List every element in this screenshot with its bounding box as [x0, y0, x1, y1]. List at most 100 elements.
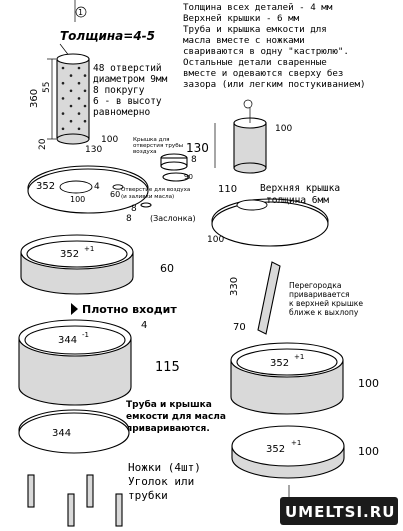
legs-note-3: трубки [128, 489, 168, 502]
note-line-8: зазора (или легким постукиванием) [183, 79, 366, 90]
svg-text:8: 8 [126, 214, 132, 224]
svg-text:8: 8 [191, 155, 197, 165]
tube-hole [77, 97, 81, 100]
dim-tube-height: 360 [29, 89, 40, 108]
svg-text:приваривается: приваривается [289, 290, 350, 299]
svg-text:отверстия трубы: отверстия трубы [133, 143, 183, 149]
air-hole-note: Отверстие для воздуха (и заливки масла) [121, 187, 190, 200]
tube-hole [77, 81, 81, 85]
dim-partition-70: 70 [233, 322, 246, 333]
air-lid-note: Крышка для отверстия трубы воздуха [133, 137, 183, 155]
dim-bottom-diameter: 352 [266, 444, 285, 455]
svg-text:100: 100 [70, 195, 85, 204]
holes-note-4: 6 - в высоту [93, 96, 162, 107]
note-line-5: свариваются в одну "кастрюлю". [183, 46, 349, 57]
tight-fit-label: Плотно входит [82, 303, 177, 316]
svg-text:90: 90 [184, 173, 193, 181]
note-line-2: Верхней крышки - 6 мм [183, 13, 300, 24]
thickness-label: Толщина=4-5 [60, 29, 155, 43]
plug-part: 8 8 (Заслонка) [126, 202, 196, 224]
svg-text:к верхней крышке: к верхней крышке [289, 299, 363, 308]
ring-344x115: 344 -1 4 115 [18, 319, 180, 406]
tube-dimensions: 360 55 20 100 130 [29, 58, 118, 155]
partition-note: Перегородка приваривается к верхней крыш… [289, 281, 363, 317]
holes-note: 48 отверстий диаметром 9мм 8 покругу 6 -… [93, 63, 168, 118]
svg-text:60: 60 [110, 190, 120, 199]
tube-hole [83, 89, 87, 93]
svg-text:+1: +1 [84, 245, 94, 253]
svg-text:емкости для масла: емкости для масла [126, 412, 226, 422]
tube-hole [61, 112, 65, 115]
note-line-7: вместе и одеваются сверху без [183, 68, 343, 79]
legs-note: Ножки (4шт) Уголок или трубки [128, 461, 201, 502]
dim-ring1-diameter: 352 [60, 249, 79, 260]
dim-ring1-height: 60 [160, 262, 174, 275]
top-lid: 110 100 [207, 184, 329, 247]
tube-hole [77, 127, 81, 131]
tube-hole [83, 119, 87, 123]
svg-text:-1: -1 [82, 331, 89, 339]
chimney-pipe: 130 100 [186, 99, 292, 174]
holes-note-3: 8 покругу [93, 85, 145, 96]
weld-note: Труба и крышка емкости для масла привари… [126, 399, 226, 434]
bottom-disc-352: 352 +1 100 [231, 425, 379, 479]
ring-352x100: 352 +1 100 [230, 342, 379, 415]
legs [27, 474, 123, 527]
dim-ring2-height: 115 [155, 360, 180, 375]
dim-top-lid-hole: 100 [207, 235, 224, 245]
dim-chimney-diameter: 100 [275, 124, 292, 134]
ring-352x60: 352 +1 60 [20, 234, 174, 295]
note-line-6: Остальные детали сваренные [183, 57, 327, 68]
top-lid-note-2: толщина 6мм [266, 195, 329, 206]
svg-text:Отверстие для воздуха: Отверстие для воздуха [121, 187, 190, 193]
logo-text: UMELTSI.RU [285, 503, 395, 521]
svg-text:(и заливки масла): (и заливки масла) [121, 194, 174, 200]
dim-top-lid-offset: 110 [218, 184, 237, 195]
holes-note-1: 48 отверстий [93, 63, 162, 74]
header-notes: Толщина всех деталей - 4 мм Верхней крыш… [183, 2, 366, 90]
axis-marker-label: 1 [78, 8, 83, 17]
svg-text:Труба и крышка: Труба и крышка [126, 399, 212, 410]
legs-note-1: Ножки (4шт) [128, 461, 201, 474]
svg-text:100: 100 [358, 445, 379, 458]
note-line-1: Толщина всех деталей - 4 мм [183, 2, 333, 13]
small-air-lid: 8 90 [160, 153, 197, 182]
svg-text:привариваются.: привариваются. [126, 424, 210, 434]
dim-tube-diameter: 100 [101, 135, 118, 145]
tube-hole [83, 74, 87, 77]
tube-hole [69, 104, 73, 108]
legs-note-2: Уголок или [128, 475, 194, 488]
svg-text:ближе к выхлопу: ближе к выхлопу [289, 308, 359, 317]
base-disc-344: 344 [18, 409, 130, 454]
tube-hole [69, 119, 73, 123]
perforated-tube [56, 53, 90, 145]
svg-text:+1: +1 [291, 439, 301, 447]
plug-label: (Заслонка) [150, 214, 196, 223]
tube-hole [77, 112, 81, 115]
dim-partition-330: 330 [229, 277, 240, 296]
tube-hole [77, 66, 81, 70]
dim-ring2-diameter: 344 [58, 335, 77, 346]
svg-text:Перегородка: Перегородка [289, 281, 341, 290]
dim-ring3-height: 100 [358, 377, 379, 390]
dim-ring3-diameter: 352 [270, 358, 289, 369]
partition-plate: 330 70 [229, 261, 281, 335]
dim-chimney-height: 130 [186, 141, 209, 155]
note-line-3: Труба и крышка емкости для [183, 24, 327, 35]
dim-tube-width: 130 [85, 145, 102, 155]
dim-tube-55: 55 [42, 82, 52, 93]
axis-marker-top: 1 [74, 0, 87, 22]
dim-tube-20: 20 [38, 138, 48, 150]
top-lid-note-1: Верхняя крышка [260, 183, 340, 194]
svg-text:воздуха: воздуха [133, 149, 157, 155]
dim-base-diameter: 344 [52, 428, 71, 439]
tube-hole [83, 104, 87, 108]
note-line-4: масла вместе с ножками [183, 35, 305, 46]
tube-hole [61, 66, 65, 70]
svg-text:+1: +1 [294, 353, 304, 361]
svg-text:8: 8 [131, 204, 137, 214]
top-lid-note: Верхняя крышка толщина 6мм [260, 183, 340, 206]
tube-hole [61, 97, 65, 100]
tube-hole [61, 127, 65, 131]
